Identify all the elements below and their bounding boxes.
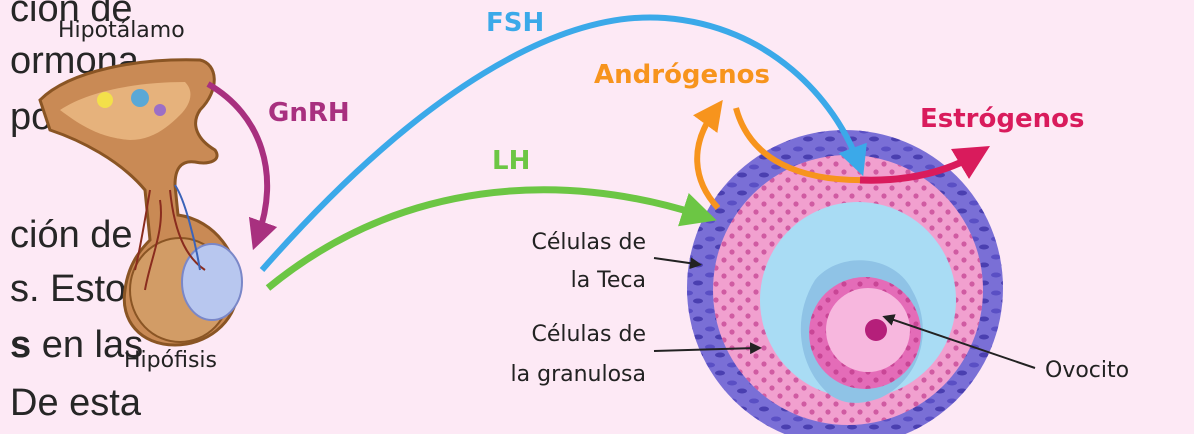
hypothalamus-pituitary-illustration bbox=[40, 60, 242, 345]
lh-label: LH bbox=[492, 148, 530, 174]
androgen-up-arrow bbox=[697, 112, 718, 208]
granulosa-label-line-2: la granulosa bbox=[470, 364, 646, 386]
teca-label-line-1: Células de bbox=[470, 232, 646, 254]
granulosa-label-line-1: Células de bbox=[470, 324, 646, 346]
estrogenos-label: Estrógenos bbox=[920, 106, 1084, 132]
fsh-label: FSH bbox=[486, 10, 544, 36]
follicle-illustration bbox=[687, 130, 1003, 434]
gnrh-arrow bbox=[208, 84, 267, 236]
ovocito-label: Ovocito bbox=[1045, 360, 1129, 382]
gnrh-label: GnRH bbox=[268, 100, 350, 126]
teca-label-line-2: la Teca bbox=[470, 270, 646, 292]
hipotalamo-label: Hipotálamo bbox=[58, 20, 185, 42]
hipofisis-label: Hipófisis bbox=[124, 350, 217, 372]
androgenos-label: Andrógenos bbox=[594, 62, 770, 88]
